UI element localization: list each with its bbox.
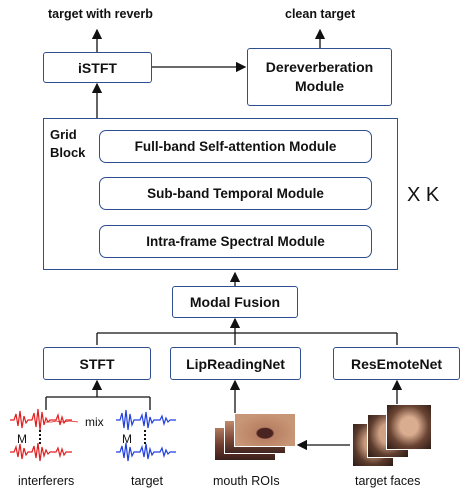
dereverb-label-line1: Dereverberation: [265, 59, 374, 75]
sub-band-label: Sub-band Temporal Module: [147, 186, 324, 201]
stft-label: STFT: [79, 355, 115, 372]
m-label-interferers: M: [17, 432, 27, 446]
grid-block-label: Grid Block: [50, 126, 85, 162]
interferers-label: interferers: [18, 474, 75, 488]
repeat-k-label: X K: [407, 184, 440, 206]
istft-box: iSTFT: [43, 52, 152, 83]
output-clean-target: clean target: [285, 7, 356, 21]
resemotenet-box: ResEmoteNet: [333, 347, 460, 380]
interferers-waveform: [10, 408, 79, 462]
grid-label-line2: Block: [50, 145, 86, 160]
modal-fusion-label: Modal Fusion: [189, 294, 281, 310]
lipreadingnet-label: LipReadingNet: [186, 355, 285, 372]
target-label: target: [131, 474, 163, 488]
target-waveform: [116, 409, 176, 462]
istft-label: iSTFT: [78, 59, 117, 76]
stft-box: STFT: [43, 347, 151, 380]
intra-frame-label: Intra-frame Spectral Module: [146, 234, 325, 249]
dereverb-label-line2: Module: [295, 78, 344, 94]
mix-label: mix: [85, 415, 104, 429]
intra-frame-spectral-module: Intra-frame Spectral Module: [99, 225, 372, 258]
dereverberation-module-box: Dereverberation Module: [247, 48, 392, 106]
m-label-target: M: [122, 432, 132, 446]
modal-fusion-box: Modal Fusion: [172, 286, 298, 318]
mouth-rois-label: mouth ROIs: [213, 474, 280, 488]
sub-band-temporal-module: Sub-band Temporal Module: [99, 177, 372, 210]
resemotenet-label: ResEmoteNet: [350, 355, 443, 372]
full-band-label: Full-band Self-attention Module: [134, 139, 337, 154]
grid-label-line1: Grid: [50, 127, 77, 142]
full-band-self-attention-module: Full-band Self-attention Module: [99, 130, 372, 163]
target-faces-label: target faces: [355, 474, 421, 488]
output-target-with-reverb: target with reverb: [48, 7, 153, 21]
lipreadingnet-box: LipReadingNet: [170, 347, 301, 380]
